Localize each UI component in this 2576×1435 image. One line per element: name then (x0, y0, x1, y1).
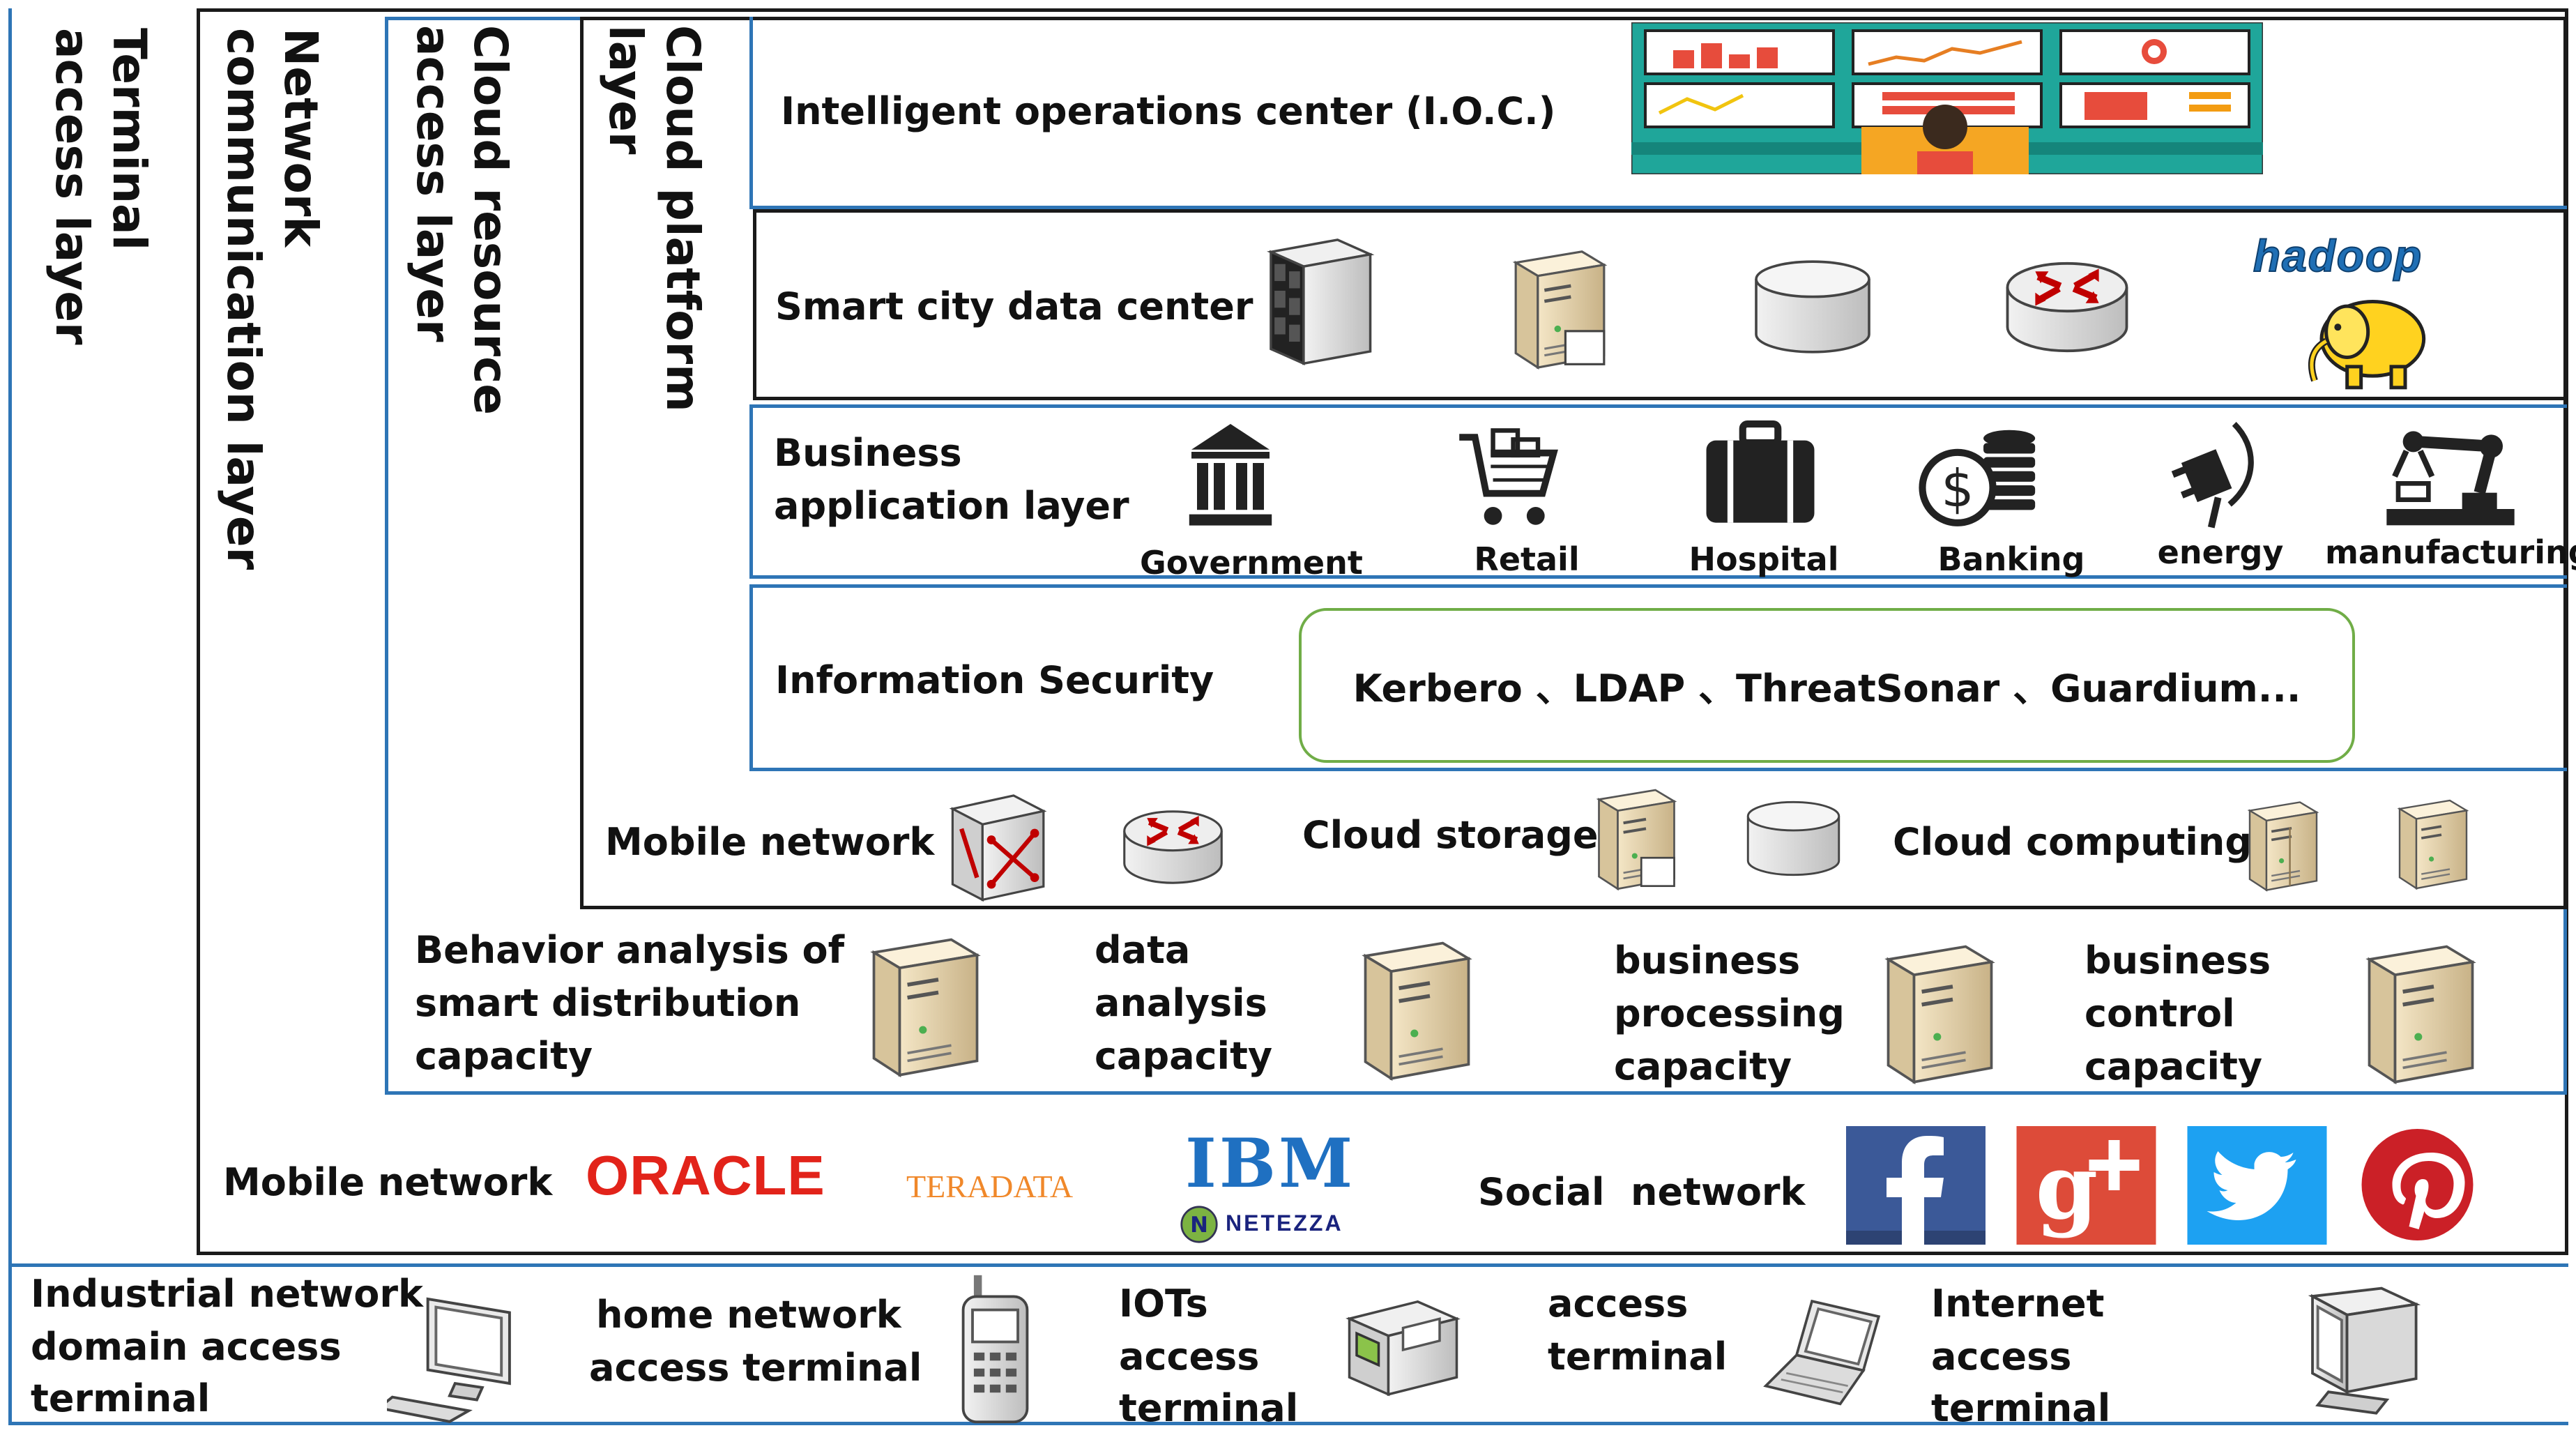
ioc-row (749, 17, 2567, 209)
business-item-hospital: Hospital (1689, 540, 1839, 578)
server-icon-capacity-1 (861, 924, 990, 1084)
server-rack-icon (1258, 230, 1380, 370)
storage-disk-icon (1743, 791, 1844, 886)
elephant-icon (2301, 282, 2440, 394)
terminal-access-line2: terminal (1548, 1335, 1728, 1379)
capacity-data-line2: analysis (1095, 981, 1267, 1025)
business-item-energy: energy (2157, 533, 2284, 571)
oracle-logo: ORACLE (586, 1144, 825, 1206)
twitter-icon (2186, 1126, 2329, 1245)
router-icon (2001, 243, 2133, 372)
capacity-control-line3: capacity (2085, 1045, 2263, 1088)
cloud-storage-label: Cloud storage (1302, 813, 1599, 857)
security-tools: Kerbero 、LDAP 、ThreatSonar 、Guardium... (1352, 667, 2301, 711)
cloud-computing-label: Cloud computing (1893, 820, 2253, 864)
datacenter-label: Smart city data center (775, 284, 1253, 328)
server-icon-capacity-3 (1875, 931, 2004, 1091)
terminal-industrial-line2: domain access (31, 1325, 342, 1369)
capacity-control-line1: business (2085, 939, 2271, 982)
pinterest-icon (2346, 1126, 2489, 1245)
security-label: Information Security (775, 658, 1214, 702)
business-label-line1: Business (774, 431, 962, 475)
capacity-distribution-line1: Behavior analysis of (415, 928, 845, 972)
server-cabinet-icon (2241, 787, 2325, 902)
svg-text:N: N (1190, 1213, 1208, 1238)
datacenter-row (753, 209, 2567, 400)
terminal-internet-line3: terminal (1931, 1386, 2111, 1430)
hadoop-logo: hadoop (2253, 230, 2423, 282)
terminal-iot-line2: access (1119, 1335, 1260, 1379)
netezza-icon: N (1180, 1205, 1219, 1244)
teradata-logo: TERADATA (906, 1169, 1074, 1204)
capacity-data-line1: data (1095, 928, 1191, 972)
server-icon-capacity-4 (2356, 931, 2485, 1091)
business-label-line2: application layer (774, 484, 1129, 528)
capacity-control-line2: control (2085, 992, 2235, 1035)
business-row (749, 404, 2567, 579)
google-plus-icon: g (2015, 1126, 2158, 1245)
netezza-logo: NETEZZA (1226, 1210, 1343, 1236)
terminal-home-line1: home network (596, 1293, 901, 1337)
robot-arm-icon (2381, 425, 2520, 530)
phone-icon (955, 1273, 1035, 1426)
ioc-label: Intelligent operations center (I.O.C.) (781, 89, 1556, 133)
cart-icon (1457, 425, 1558, 533)
database-icon (1750, 244, 1875, 370)
terminal-industrial-line1: Industrial network (31, 1272, 423, 1316)
plug-icon (2165, 417, 2269, 532)
capacity-distribution-line3: capacity (415, 1034, 593, 1078)
router-icon-2 (1119, 795, 1227, 899)
terminal-iot-line3: terminal (1119, 1386, 1299, 1430)
terminal-row-frame (8, 1263, 2568, 1425)
terminal-home-line2: access terminal (589, 1346, 922, 1390)
security-row (749, 584, 2567, 771)
business-item-manufacturing: manufacturing (2325, 533, 2576, 571)
capacity-processing-line1: business (1614, 939, 1801, 982)
facebook-icon (1846, 1126, 1986, 1245)
svg-text:$: $ (1941, 459, 1974, 519)
briefcase-icon (1701, 417, 1820, 529)
ibm-logo: IBM (1185, 1124, 1356, 1203)
cloud-platform-frame (580, 17, 2567, 909)
desktop-icon (387, 1286, 537, 1426)
business-item-government: Government (1140, 544, 1363, 582)
terminal-device-icon (1342, 1289, 1464, 1400)
platform-mobile-network-label: Mobile network (605, 820, 935, 864)
terminal-internet-line2: access (1931, 1335, 2072, 1379)
terminal-access-line1: access (1548, 1282, 1689, 1326)
file-server-icon-2 (1590, 780, 1684, 895)
bank-icon (1185, 418, 1276, 530)
capacity-processing-line2: processing (1614, 992, 1845, 1035)
capacity-distribution-line2: smart distribution (415, 981, 801, 1025)
switch-icon (941, 784, 1053, 906)
monitor-wall-icon (1631, 22, 2263, 174)
terminal-layer-frame (8, 8, 2568, 1425)
business-item-retail: Retail (1474, 540, 1580, 578)
capacity-processing-line3: capacity (1614, 1045, 1792, 1088)
capacity-data-line3: capacity (1095, 1034, 1273, 1078)
file-server-icon (1502, 241, 1617, 373)
crt-monitor-icon (2301, 1283, 2423, 1422)
server-icon-capacity-2 (1352, 927, 1481, 1088)
security-tools-box (1299, 608, 2355, 763)
network-mobile-label: Mobile network (223, 1160, 553, 1204)
coins-icon: $ (1914, 422, 2046, 533)
laptop-icon (1760, 1293, 1889, 1415)
terminal-internet-line1: Internet (1931, 1282, 2105, 1326)
terminal-iot-line1: IOTs (1119, 1282, 1208, 1326)
social-network-label: Social network (1478, 1170, 1806, 1214)
business-item-banking: Banking (1937, 540, 2085, 578)
svg-text:g: g (2036, 1135, 2098, 1240)
terminal-industrial-line3: terminal (31, 1376, 211, 1420)
compute-server-icon (2391, 787, 2475, 898)
